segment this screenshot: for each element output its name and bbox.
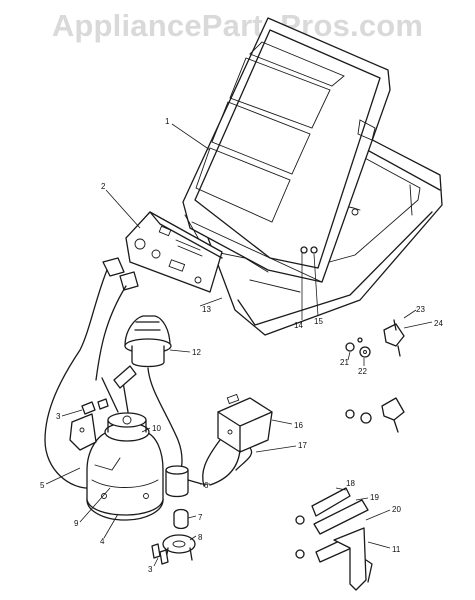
- callout-2: 2: [101, 182, 106, 191]
- callout-15: 15: [314, 317, 323, 326]
- transformer: [202, 393, 273, 487]
- watermark: AppliancePartsPros.com: [51, 8, 424, 43]
- control-panel: [125, 211, 223, 293]
- callout-3a: 3: [56, 412, 61, 421]
- lid-grille: [182, 17, 391, 283]
- callout-16: 16: [294, 421, 303, 430]
- callout-22: 22: [358, 367, 367, 376]
- float-switch: [124, 315, 183, 483]
- mounting-bracket: [69, 398, 109, 451]
- callout-12: 12: [192, 348, 201, 357]
- callout-21: 21: [340, 358, 349, 367]
- callout-23: 23: [416, 305, 425, 314]
- callout-17: 17: [298, 441, 307, 450]
- power-cord-plugs: [44, 257, 139, 489]
- callout-4: 4: [100, 537, 105, 546]
- pump-motor: [86, 365, 164, 521]
- callout-19: 19: [370, 493, 379, 502]
- capacitor: [165, 465, 203, 498]
- callout-18: 18: [346, 479, 355, 488]
- callout-6: 6: [204, 481, 209, 490]
- leader-lines: [45, 123, 433, 567]
- callout-3b: 3: [148, 565, 153, 574]
- lower-brackets: [295, 337, 373, 591]
- impeller-parts: [151, 508, 196, 565]
- hardware-set: [300, 246, 405, 433]
- callout-labels: 1 2 13 14 15 12 3 10 5 6 9 7 4 8 3 16 17…: [40, 117, 443, 574]
- callout-14: 14: [294, 321, 303, 330]
- callout-10: 10: [152, 424, 161, 433]
- callout-13: 13: [202, 305, 211, 314]
- callout-1: 1: [165, 117, 170, 126]
- callout-9: 9: [74, 519, 79, 528]
- callout-5: 5: [40, 481, 45, 490]
- callout-11: 11: [392, 545, 401, 554]
- callout-20: 20: [392, 505, 401, 514]
- callout-7: 7: [198, 513, 203, 522]
- callout-24: 24: [434, 319, 443, 328]
- callout-8: 8: [198, 533, 203, 542]
